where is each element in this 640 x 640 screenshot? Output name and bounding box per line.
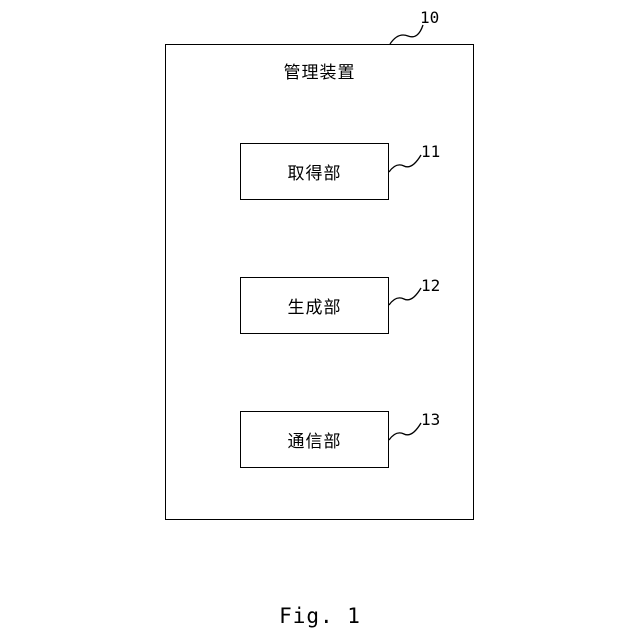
generation-unit-ref-number: 12 — [421, 276, 440, 295]
acquisition-unit-box: 取得部 — [240, 143, 389, 200]
communication-unit-ref-number: 13 — [421, 410, 440, 429]
device-leader-line — [390, 25, 423, 44]
management-device-title: 管理装置 — [166, 58, 473, 83]
generation-unit-box: 生成部 — [240, 277, 389, 334]
communication-unit-box: 通信部 — [240, 411, 389, 468]
figure-caption: Fig. 1 — [0, 604, 640, 628]
acquisition-unit-ref-number: 11 — [421, 142, 440, 161]
device-ref-number: 10 — [420, 8, 439, 27]
